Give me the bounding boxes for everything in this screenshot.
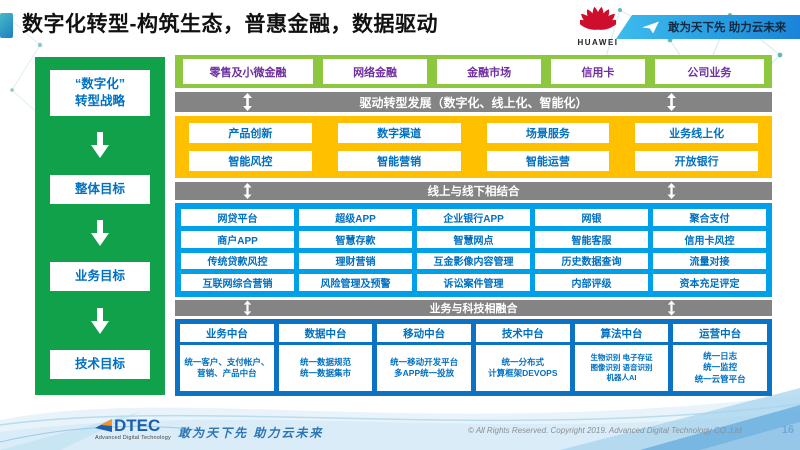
business-line-box: 信用卡 (551, 59, 645, 84)
strategy-step: 业务目标 (50, 262, 150, 292)
business-line-box: 零售及小微金融 (183, 59, 314, 84)
business-line-box: 网络金融 (323, 59, 428, 84)
transformation-box: 业务线上化 (635, 123, 758, 143)
updown-arrow-icon (243, 183, 252, 199)
platform-detail: 统一日志 统一监控 统一云管平台 (673, 345, 767, 391)
section-bar-label: 线上与线下相结合 (427, 186, 520, 198)
transformation-grid: 产品创新 数字渠道 场景服务 业务线上化 智能风控 智能营销 智能运营 开放银行 (175, 116, 772, 178)
platform-title: 运营中台 (673, 324, 767, 342)
section-bar-biz-tech: 业务与科技相融合 (175, 300, 772, 316)
transformation-box: 数字渠道 (337, 123, 461, 143)
app-box: 理财营销 (299, 252, 412, 270)
diagram-main: 零售及小微金融 网络金融 金融市场 信用卡 公司业务 驱动转型发展（数字化、线上… (175, 55, 772, 396)
down-arrow-icon (91, 219, 109, 246)
applications-grid: 网贷平台 超级APP 企业银行APP 网银 聚合支付 商户APP 智慧存款 智慧… (175, 203, 772, 297)
app-box: 传统贷款风控 (181, 252, 294, 270)
platform-column: 技术中台 统一分布式 计算框架DEVOPS (475, 324, 570, 391)
footer-slogan: 敢为天下先 助力云未来 (178, 426, 324, 440)
platform-column: 数据中台 统一数据规范 统一数据集市 (278, 324, 373, 391)
app-box: 互金影像内容管理 (417, 252, 530, 270)
strategy-step: 技术目标 (50, 350, 150, 379)
paper-plane-icon (642, 21, 659, 33)
business-lines-row: 零售及小微金融 网络金融 金融市场 信用卡 公司业务 (175, 55, 772, 88)
business-line-box: 金融市场 (437, 59, 542, 84)
app-box: 商户APP (181, 230, 294, 248)
platform-detail: 统一分布式 计算框架DEVOPS (475, 345, 570, 391)
platform-title: 技术中台 (475, 324, 570, 342)
platform-title: 业务中台 (180, 324, 274, 342)
updown-arrow-icon (243, 300, 252, 316)
strategy-step: “数字化” 转型战略 (50, 70, 150, 116)
app-box: 智慧存款 (299, 230, 412, 248)
app-box: 历史数据查询 (535, 252, 648, 270)
app-box: 聚合支付 (653, 209, 766, 226)
section-bar-drive: 驱动转型发展（数字化、线上化、智能化） (175, 92, 772, 112)
platform-detail: 生物识别 电子存证 图像识别 语音识别 机器人AI (574, 345, 669, 391)
transformation-box: 产品创新 (189, 123, 312, 143)
transformation-box: 智能风控 (189, 151, 312, 171)
section-bar-label: 驱动转型发展（数字化、线上化、智能化） (359, 95, 588, 110)
adtec-wordmark: DTEC (114, 416, 161, 435)
transformation-box: 场景服务 (486, 123, 610, 143)
business-line-box: 公司业务 (654, 59, 764, 84)
title-bullet-decoration (0, 13, 13, 38)
strategy-step: 整体目标 (50, 174, 150, 204)
platform-column: 算法中台 生物识别 电子存证 图像识别 语音识别 机器人AI (574, 324, 669, 391)
app-box: 企业银行APP (417, 209, 530, 226)
app-box: 流量对接 (653, 252, 766, 270)
strategy-flow-panel: “数字化” 转型战略 整体目标 业务目标 技术目标 (35, 57, 165, 395)
platform-title: 移动中台 (377, 324, 471, 342)
app-box: 资本充足评定 (653, 274, 766, 291)
transformation-box: 开放银行 (635, 151, 758, 171)
platform-title: 数据中台 (278, 324, 373, 342)
transformation-box: 智能营销 (337, 151, 461, 171)
huawei-logo: HUAWEI (570, 3, 626, 47)
page-title: 数字化转型-构筑生态，普惠金融，数据驱动 (22, 13, 438, 36)
platform-detail: 统一移动开发平台 多APP统一投放 (377, 345, 471, 391)
platform-title: 算法中台 (574, 324, 669, 342)
updown-arrow-icon (667, 183, 676, 199)
app-box: 超级APP (299, 209, 412, 226)
app-box: 内部评级 (535, 274, 648, 291)
platforms-grid: 业务中台 统一客户、支付帐户、营销、产品中台 数据中台 统一数据规范 统一数据集… (175, 319, 772, 396)
platform-detail: 统一数据规范 统一数据集市 (278, 345, 373, 391)
huawei-flower-icon (576, 6, 620, 30)
copyright-text: © All Rights Reserved. Copyright 2019. A… (468, 426, 742, 435)
down-arrow-icon (91, 307, 109, 334)
app-box: 智慧网点 (417, 230, 530, 248)
ribbon-slogan: 敢为天下先 助力云未来 (668, 22, 787, 34)
platform-column: 运营中台 统一日志 统一监控 统一云管平台 (673, 324, 767, 391)
updown-arrow-icon (667, 300, 676, 316)
app-box: 智能客服 (535, 230, 648, 248)
app-box: 网贷平台 (181, 209, 294, 226)
slogan-ribbon: 敢为天下先 助力云未来 (616, 15, 800, 39)
updown-arrow-icon (667, 93, 676, 111)
adtec-logo: DTEC Advanced Digital Technology (95, 417, 171, 441)
app-box: 风险管理及预警 (299, 274, 412, 291)
page-number: 16 (781, 424, 794, 436)
adtec-arrow-icon (95, 418, 112, 432)
section-bar-label: 业务与科技相融合 (429, 303, 518, 315)
platform-column: 业务中台 统一客户、支付帐户、营销、产品中台 (180, 324, 274, 391)
huawei-wordmark: HUAWEI (577, 38, 619, 47)
app-box: 诉讼案件管理 (417, 274, 530, 291)
app-box: 网银 (535, 209, 648, 226)
app-box: 互联网综合营销 (181, 274, 294, 291)
section-bar-online-offline: 线上与线下相结合 (175, 182, 772, 200)
updown-arrow-icon (243, 93, 252, 111)
adtec-subtext: Advanced Digital Technology (95, 435, 171, 441)
platform-column: 移动中台 统一移动开发平台 多APP统一投放 (377, 324, 471, 391)
down-arrow-icon (91, 132, 109, 159)
transformation-box: 智能运营 (486, 151, 610, 171)
platform-detail: 统一客户、支付帐户、营销、产品中台 (180, 345, 274, 391)
app-box: 信用卡风控 (653, 230, 766, 248)
